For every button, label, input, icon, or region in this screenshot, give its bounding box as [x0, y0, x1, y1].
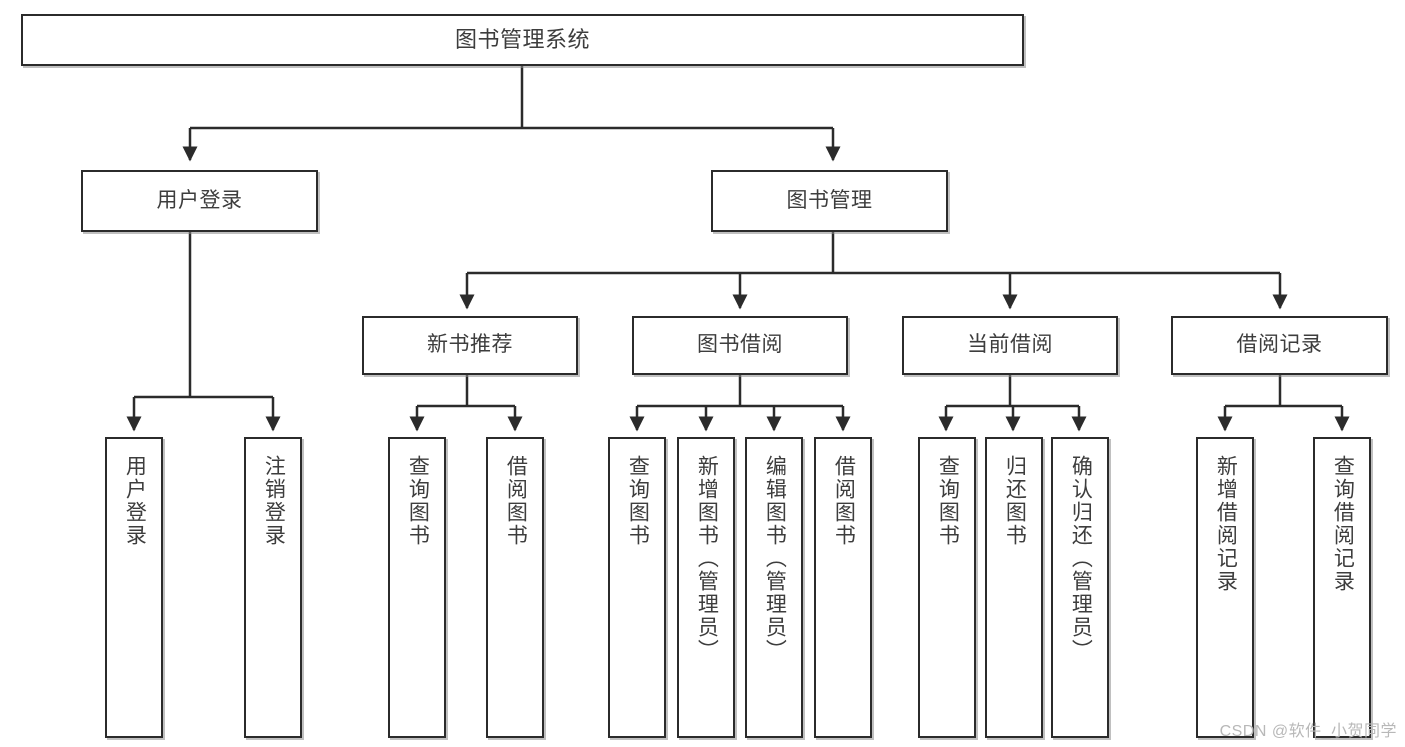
leaf-book-borrow-add[interactable]: 新增图书（管理员）: [677, 437, 735, 738]
leaf-current-borrow-return[interactable]: 归还图书: [985, 437, 1043, 738]
node-new-book-recommend[interactable]: 新书推荐: [362, 316, 578, 375]
leaf-book-borrow-query[interactable]: 查询图书: [608, 437, 666, 738]
node-root-label: 图书管理系统: [454, 26, 590, 52]
leaf-borrow-record-add[interactable]: 新增借阅记录: [1196, 437, 1254, 738]
leaf-user-login-logout[interactable]: 注销登录: [244, 437, 302, 738]
leaf-user-login-login-label: 用户登录: [123, 455, 147, 547]
leaf-new-book-query[interactable]: 查询图书: [388, 437, 446, 738]
node-book-management[interactable]: 图书管理: [711, 170, 948, 232]
node-book-management-label: 图书管理: [786, 188, 873, 212]
node-current-borrow-label: 当前借阅: [967, 333, 1053, 357]
leaf-book-borrow-borrow-label: 借阅图书: [832, 455, 856, 547]
node-user-login-label: 用户登录: [156, 188, 243, 212]
leaf-book-borrow-query-label: 查询图书: [626, 455, 650, 547]
node-user-login[interactable]: 用户登录: [81, 170, 318, 232]
leaf-borrow-record-query-label: 查询借阅记录: [1331, 455, 1355, 593]
node-current-borrow[interactable]: 当前借阅: [902, 316, 1118, 375]
node-book-borrow[interactable]: 图书借阅: [632, 316, 848, 375]
node-new-book-recommend-label: 新书推荐: [427, 333, 513, 357]
leaf-current-borrow-query[interactable]: 查询图书: [918, 437, 976, 738]
leaf-book-borrow-borrow[interactable]: 借阅图书: [814, 437, 872, 738]
leaf-current-borrow-return-label: 归还图书: [1003, 455, 1027, 547]
leaf-new-book-borrow[interactable]: 借阅图书: [486, 437, 544, 738]
leaf-user-login-login[interactable]: 用户登录: [105, 437, 163, 738]
leaf-book-borrow-edit[interactable]: 编辑图书（管理员）: [745, 437, 803, 738]
leaf-new-book-query-label: 查询图书: [406, 455, 430, 547]
leaf-current-borrow-query-label: 查询图书: [936, 455, 960, 547]
leaf-book-borrow-add-label: 新增图书（管理员）: [695, 455, 719, 662]
node-root[interactable]: 图书管理系统: [21, 14, 1024, 66]
leaf-current-borrow-confirm-return-label: 确认归还（管理员）: [1069, 455, 1093, 662]
node-book-borrow-label: 图书借阅: [697, 333, 783, 357]
csdn-watermark: CSDN @软件_小贺同学: [1219, 723, 1397, 740]
node-borrow-record-label: 借阅记录: [1236, 333, 1323, 357]
leaf-borrow-record-add-label: 新增借阅记录: [1214, 455, 1238, 593]
node-borrow-record[interactable]: 借阅记录: [1171, 316, 1388, 375]
leaf-new-book-borrow-label: 借阅图书: [504, 455, 528, 547]
leaf-current-borrow-confirm-return[interactable]: 确认归还（管理员）: [1051, 437, 1109, 738]
leaf-borrow-record-query[interactable]: 查询借阅记录: [1313, 437, 1371, 738]
leaf-user-login-logout-label: 注销登录: [262, 455, 286, 547]
leaf-book-borrow-edit-label: 编辑图书（管理员）: [763, 455, 787, 662]
